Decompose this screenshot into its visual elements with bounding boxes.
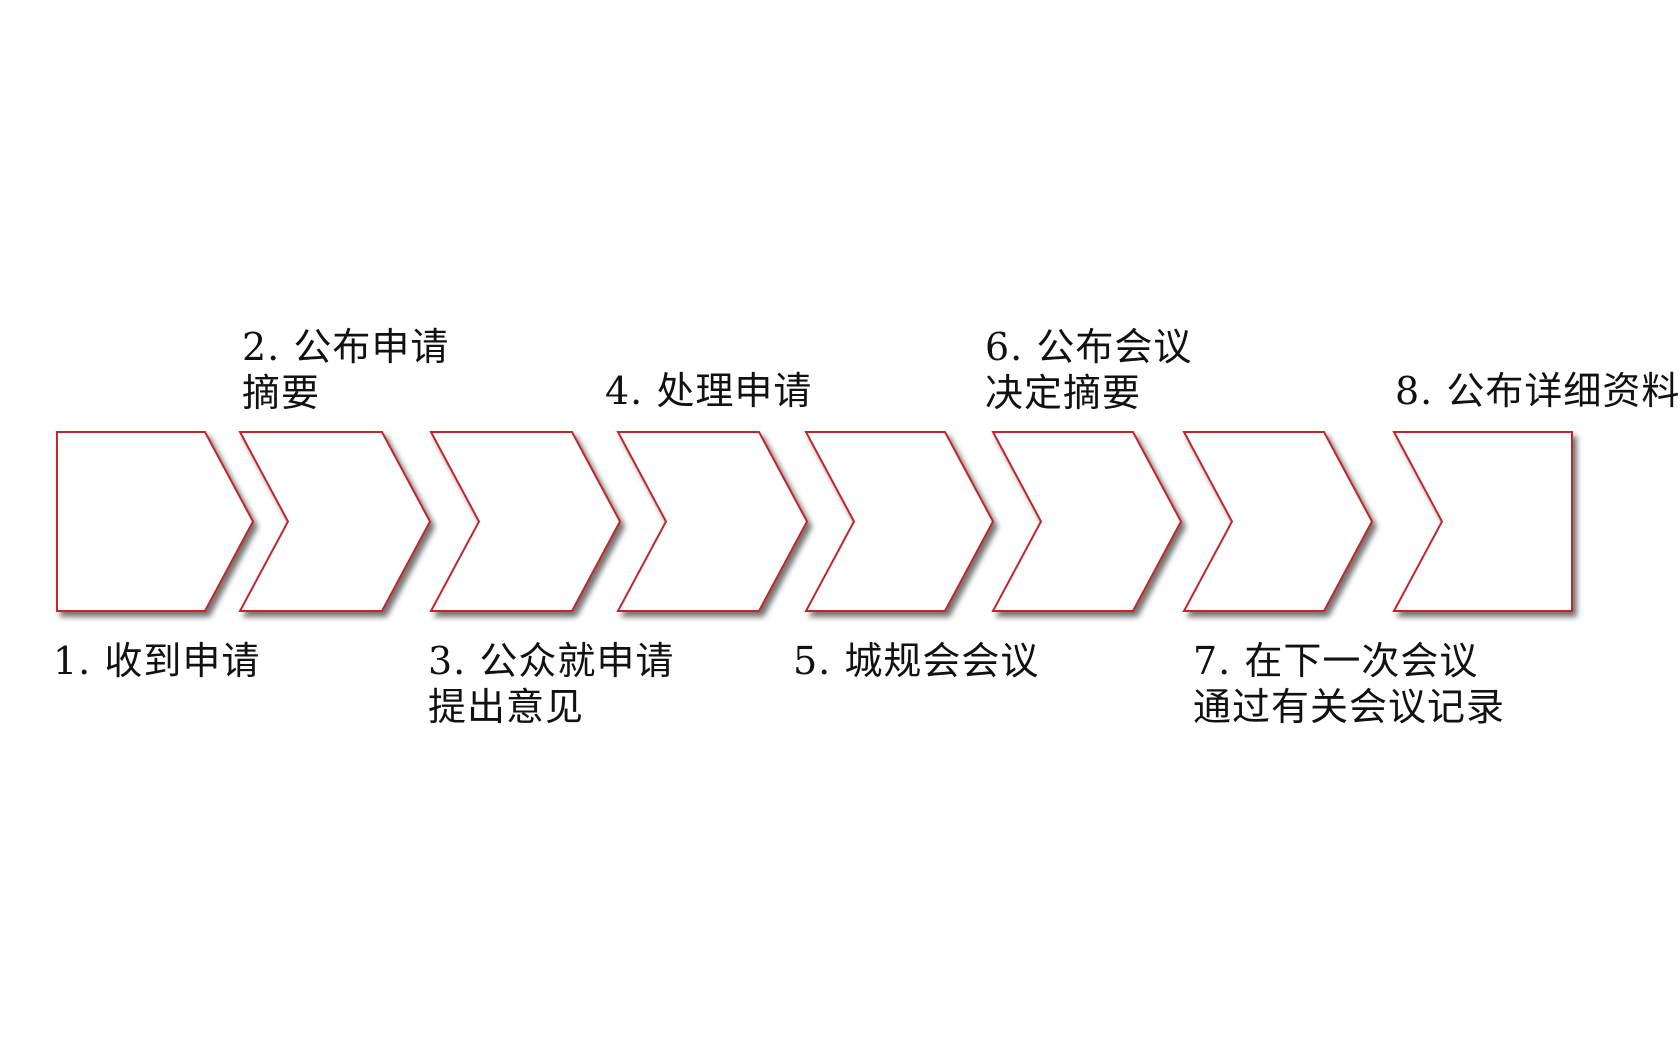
chevron-step-7	[1182, 431, 1374, 612]
chevron-step-5	[804, 431, 995, 612]
step-2-label: 2. 公布申请 摘要	[242, 324, 449, 416]
step-6-line-2: 决定摘要	[985, 371, 1142, 415]
step-4-line-1: 4. 处理申请	[605, 369, 813, 413]
step-3-label: 3. 公众就申请 提出意见	[428, 638, 674, 730]
chevron-step-1	[56, 431, 255, 612]
step-6-label: 6. 公布会议 决定摘要	[985, 324, 1192, 416]
step-3-line-1: 3. 公众就申请	[428, 639, 675, 683]
step-2-line-1: 2. 公布申请	[242, 325, 450, 369]
step-5-line-1: 5. 城规会会议	[793, 639, 1040, 683]
step-1-label: 1. 收到申请	[53, 638, 260, 684]
step-8-label: 8. 公布详细资料	[1395, 368, 1680, 414]
step-3-line-2: 提出意见	[428, 685, 585, 729]
step-6-line-1: 6. 公布会议	[985, 325, 1193, 369]
step-8-line-1: 8. 公布详细资料	[1395, 369, 1680, 413]
step-7-line-2: 通过有关会议记录	[1193, 685, 1506, 729]
step-1-line-1: 1. 收到申请	[53, 639, 261, 683]
step-5-label: 5. 城规会会议	[793, 638, 1039, 684]
chevron-step-8	[1392, 431, 1573, 612]
step-2-line-2: 摘要	[242, 371, 321, 415]
chevron-step-2	[238, 431, 432, 612]
step-4-label: 4. 处理申请	[605, 368, 812, 414]
step-7-label: 7. 在下一次会议 通过有关会议记录	[1193, 638, 1505, 730]
chevron-step-6	[991, 431, 1183, 612]
chevron-step-4	[616, 431, 809, 612]
step-7-line-1: 7. 在下一次会议	[1193, 639, 1479, 683]
chevron-step-3	[429, 431, 622, 612]
